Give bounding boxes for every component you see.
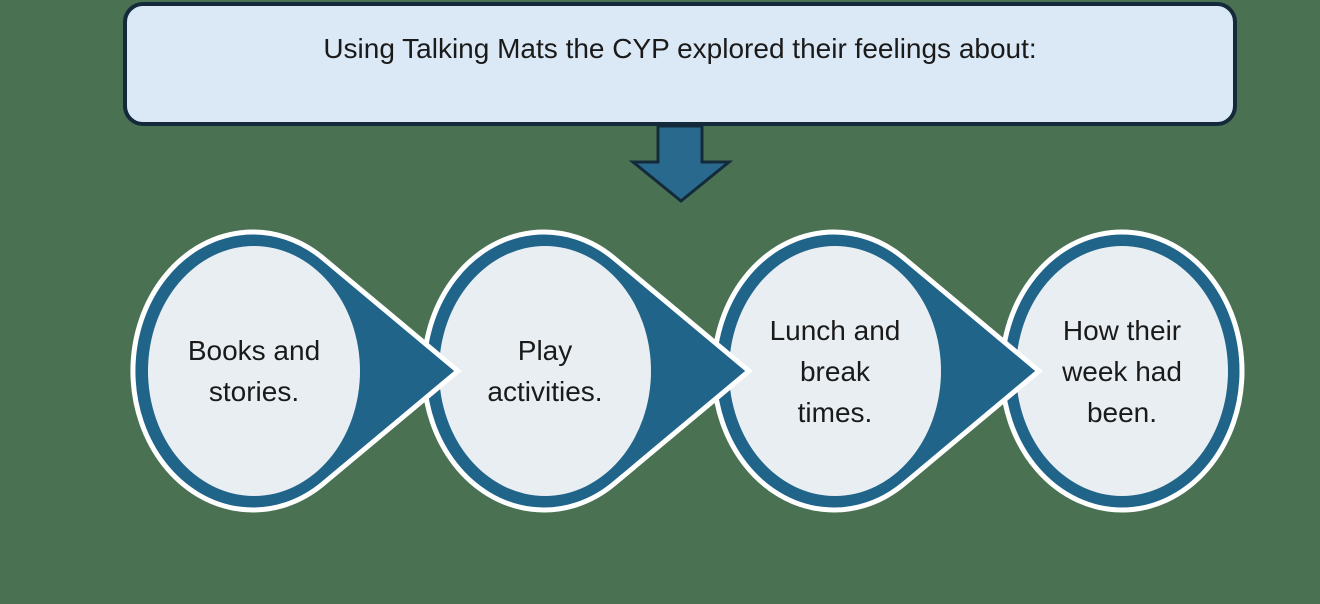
title-box: Using Talking Mats the CYP explored thei…: [123, 2, 1237, 126]
step-3-circle: [729, 246, 941, 496]
step-1-circle: [148, 246, 360, 496]
step-2-circle: [439, 246, 651, 496]
step-2-label: Play activities.: [487, 335, 603, 407]
down-arrow-icon: [628, 124, 734, 203]
step-4-circle: [1016, 246, 1228, 496]
title-text: Using Talking Mats the CYP explored thei…: [323, 33, 1037, 64]
step-3-label: Lunch and break times.: [769, 314, 901, 428]
step-1-label: Books and stories.: [187, 335, 321, 407]
step-4-label: How their week had been.: [1062, 314, 1182, 428]
